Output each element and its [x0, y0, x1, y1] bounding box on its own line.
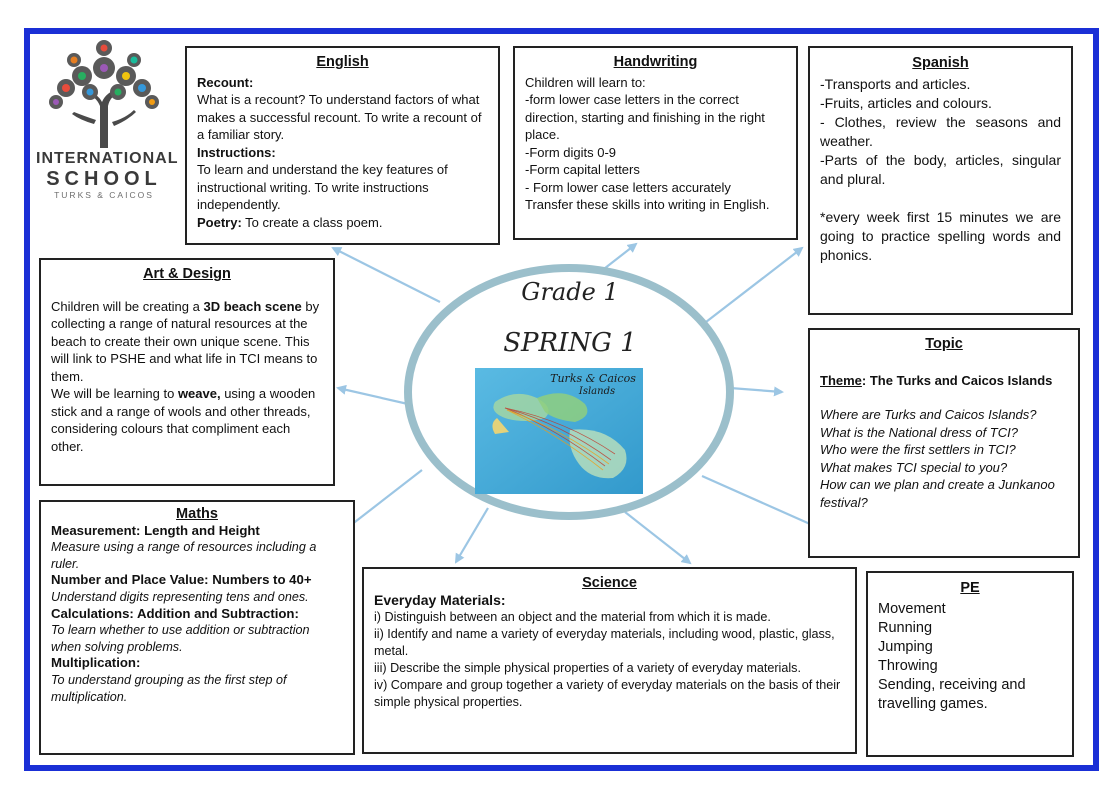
science-box: Science Everyday Materials: i) Distingui…: [362, 567, 857, 754]
arrow-to-topic: [729, 386, 784, 397]
art-design-box: Art & Design Children will be creating a…: [39, 258, 335, 486]
theme-text: : The Turks and Caicos Islands: [861, 372, 1053, 388]
science-heading: Science: [582, 575, 637, 591]
topic-question: What is the National dress of TCI?: [820, 424, 1018, 440]
turks-caicos-map-image: Turks & Caicos Islands: [475, 368, 643, 494]
pe-line: Sending, receiving and travelling games.: [878, 677, 1026, 712]
center-subtitle: SPRING 1: [503, 328, 637, 358]
recount-text: What is a recount? To understand factors…: [197, 92, 482, 142]
pe-line: Throwing: [878, 658, 938, 674]
english-box: English Recount: What is a recount? To u…: [185, 46, 500, 245]
maths-item-label: Number and Place Value: Numbers to 40+: [51, 572, 312, 588]
pe-line: Movement: [878, 601, 946, 617]
art-text: using a wooden stick and a range of wool…: [51, 386, 316, 454]
art-emphasis: weave,: [177, 386, 221, 401]
topic-question: How can we plan and create a Junkanoo fe…: [820, 477, 1055, 510]
map-title-line1: Turks & Caicos: [550, 372, 636, 385]
arrow-to-science-left: [454, 507, 489, 564]
center-title: Grade 1: [521, 278, 619, 306]
logo-text-school: SCHOOL: [46, 168, 162, 190]
handwriting-line: -Form digits 0-9: [525, 144, 617, 160]
maths-box: Maths Measurement: Length and Height Mea…: [39, 500, 355, 755]
spanish-heading: Spanish: [912, 55, 969, 71]
art-text: by collecting a range of natural resourc…: [51, 298, 320, 384]
arrow-to-english: [331, 247, 441, 303]
english-heading: English: [316, 54, 369, 70]
handwriting-box: Handwriting Children will learn to: -for…: [513, 46, 798, 240]
handwriting-line: -form lower case letters in the correct …: [525, 92, 765, 142]
art-text: Children will be creating a: [51, 298, 204, 314]
science-subheading: Everyday Materials:: [374, 592, 506, 608]
map-title-line2: Islands: [578, 386, 615, 397]
topic-question: What makes TCI special to you?: [820, 459, 1008, 475]
maths-item-label: Calculations: Addition and Subtraction:: [51, 605, 299, 621]
spanish-line: -Parts of the body, articles, singular a…: [820, 152, 1061, 187]
spanish-line: -Transports and articles.: [820, 76, 971, 92]
spanish-note: *every week first 15 minutes we are goin…: [820, 209, 1061, 263]
recount-label: Recount:: [197, 74, 254, 90]
science-line: ii) Identify and name a variety of every…: [374, 627, 835, 658]
arrow-to-spanish: [705, 246, 804, 323]
poetry-line: Poetry: To create a class poem.: [197, 214, 488, 232]
art-emphasis: 3D beach scene: [203, 298, 302, 314]
science-line: iv) Compare and group together a variety…: [374, 678, 841, 709]
instructions-text: To learn and understand the key features…: [197, 162, 448, 212]
maths-heading: Maths: [176, 506, 218, 522]
topic-spacer: [820, 389, 1068, 406]
handwriting-line: Children will learn to:: [525, 74, 646, 90]
topic-question: Where are Turks and Caicos Islands?: [820, 407, 1037, 422]
logo-text-location: TURKS & CAICOS: [54, 190, 154, 200]
science-line: i) Distinguish between an object and the…: [374, 610, 771, 624]
maths-item-label: Measurement: Length and Height: [51, 522, 260, 538]
topic-box: Topic Theme: The Turks and Caicos Island…: [808, 328, 1080, 558]
maths-item-text: To understand grouping as the first step…: [51, 672, 287, 704]
maths-item-label: Multiplication:: [51, 655, 141, 671]
tree-icon: [49, 40, 159, 148]
handwriting-heading: Handwriting: [613, 54, 698, 70]
topic-theme: Theme: The Turks and Caicos Islands: [820, 372, 1068, 390]
arrow-to-art: [336, 384, 409, 406]
topic-heading: Topic: [925, 336, 963, 352]
handwriting-line: Transfer these skills into writing in En…: [525, 197, 770, 212]
poetry-label: Poetry:: [197, 214, 242, 230]
maths-item-text: Understand digits representing tens and …: [51, 589, 309, 604]
pe-line: Jumping: [878, 639, 933, 655]
pe-heading: PE: [960, 580, 980, 596]
spanish-line: -Fruits, articles and colours.: [820, 95, 992, 111]
science-line: iii) Describe the simple physical proper…: [374, 661, 801, 675]
poetry-text: To create a class poem.: [241, 214, 383, 230]
page-frame: [24, 28, 1099, 771]
pe-line: Running: [878, 620, 933, 636]
maths-item-text: Measure using a range of resources inclu…: [51, 540, 317, 571]
handwriting-line: - Form lower case letters accurately: [525, 179, 731, 195]
arrow-to-science-right: [624, 511, 692, 565]
logo-text-international: INTERNATIONAL: [36, 150, 179, 167]
art-text: We will be learning to: [51, 386, 178, 401]
topic-question: Who were the first settlers in TCI?: [820, 442, 1016, 457]
pe-box: PE Movement Running Jumping Throwing Sen…: [866, 571, 1074, 757]
spanish-line: - Clothes, review the seasons and weathe…: [820, 114, 1061, 149]
spanish-box: Spanish -Transports and articles. -Fruit…: [808, 46, 1073, 315]
art-paragraph-1: Children will be creating a 3D beach sce…: [51, 298, 323, 386]
instructions-label: Instructions:: [197, 144, 276, 160]
art-heading: Art & Design: [143, 266, 231, 282]
maths-item-text: To learn whether to use addition or subt…: [51, 623, 310, 654]
handwriting-line: -Form capital letters: [525, 162, 640, 177]
arrow-to-pe: [701, 474, 830, 534]
school-logo: INTERNATIONAL SCHOOL TURKS & CAICOS: [36, 36, 179, 206]
arrow-to-maths: [340, 469, 423, 534]
art-paragraph-2: We will be learning to weave, using a wo…: [51, 385, 323, 455]
theme-label: Theme: [820, 372, 862, 388]
